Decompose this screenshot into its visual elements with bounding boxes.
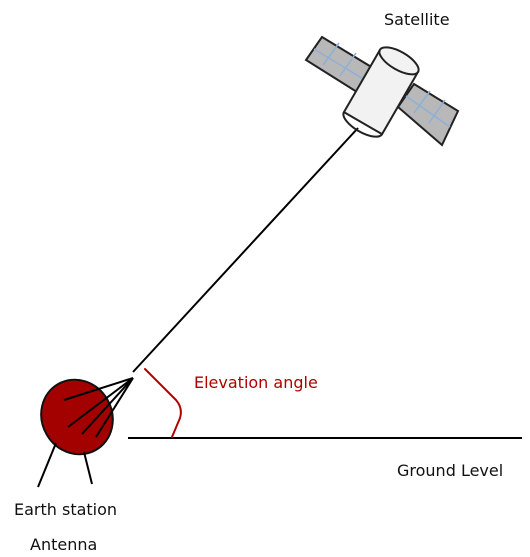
antenna-leg-right [83, 451, 93, 485]
elevation-angle-arc [144, 368, 182, 438]
earth-station-antenna-icon [37, 377, 134, 488]
antenna-leg-left [37, 442, 57, 488]
satellite-body-top [378, 46, 420, 76]
satellite-icon [304, 35, 460, 147]
antenna-label: Antenna [30, 535, 98, 554]
signal-path-line [132, 127, 359, 373]
satellite-label: Satellite [384, 10, 450, 29]
elevation-angle-label: Elevation angle [194, 373, 318, 392]
ground-level-label: Ground Level [397, 461, 504, 480]
antenna-dish [40, 378, 114, 456]
earth-station-label: Earth station [14, 500, 118, 519]
right-solar-panel [396, 82, 460, 147]
